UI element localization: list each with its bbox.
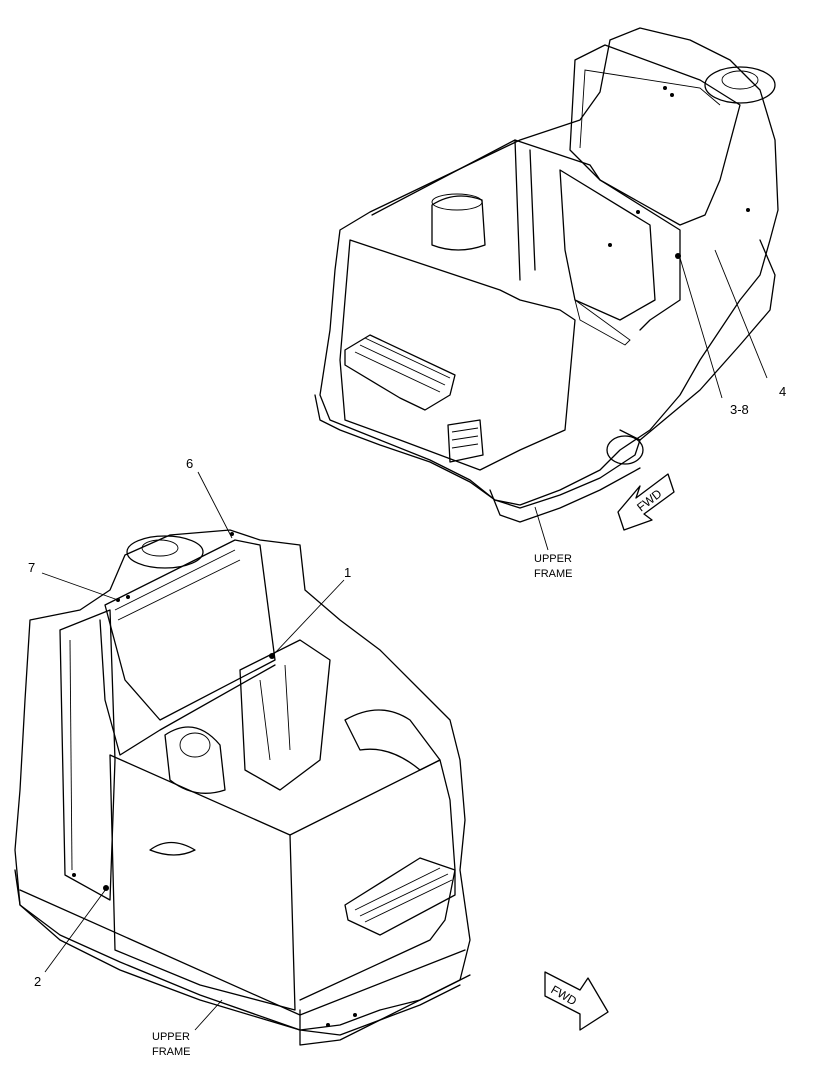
top-step: [344, 334, 456, 411]
upper-frame-label-bottom-line1: UPPER: [152, 1031, 190, 1043]
upper-frame-top-view: [314, 27, 779, 523]
callout-7: 7: [28, 560, 35, 575]
leader-lines: [41, 249, 768, 1031]
leader-38: [679, 257, 723, 399]
top-skirt: [314, 394, 641, 509]
bottom-rear-panel: [104, 539, 276, 721]
leader-1: [273, 579, 345, 655]
upper-frame-label-bottom-line2: FRAME: [152, 1046, 191, 1058]
top-tank: [431, 195, 486, 251]
top-hood-outline: [319, 27, 779, 506]
top-rear-panel: [569, 44, 741, 226]
bottom-front-panel: [109, 754, 296, 1011]
fwd-arrow-top: FWD: [617, 473, 675, 531]
fwd-arrow-bottom-icon: [544, 971, 609, 1031]
bottom-hood-outline: [14, 529, 471, 1031]
leader-6: [197, 471, 233, 539]
callout-1: 1: [344, 565, 351, 580]
bottom-skirt: [14, 869, 461, 1036]
upper-frame-label-top-line1: UPPER: [534, 553, 572, 565]
callout-4: 4: [779, 384, 786, 399]
fwd-arrow-top-icon: [617, 473, 675, 531]
upper-frame-label-top-line2: FRAME: [534, 568, 573, 580]
leader-7: [41, 572, 119, 601]
top-cab-frame: [371, 139, 681, 331]
leader-4: [714, 249, 768, 379]
top-hood-front-panel: [339, 239, 576, 471]
upper-frame-bottom-view: [14, 529, 471, 1046]
leader-frame-bottom: [194, 999, 223, 1031]
bottom-step: [344, 857, 456, 936]
callout-3-8: 3-8: [730, 402, 749, 417]
callout-6: 6: [186, 456, 193, 471]
fwd-label-bottom: FWD: [549, 982, 580, 1008]
fwd-arrow-bottom: FWD: [544, 971, 609, 1031]
leader-frame-top: [534, 506, 549, 551]
leader-2: [44, 888, 107, 973]
callout-2: 2: [34, 974, 41, 989]
